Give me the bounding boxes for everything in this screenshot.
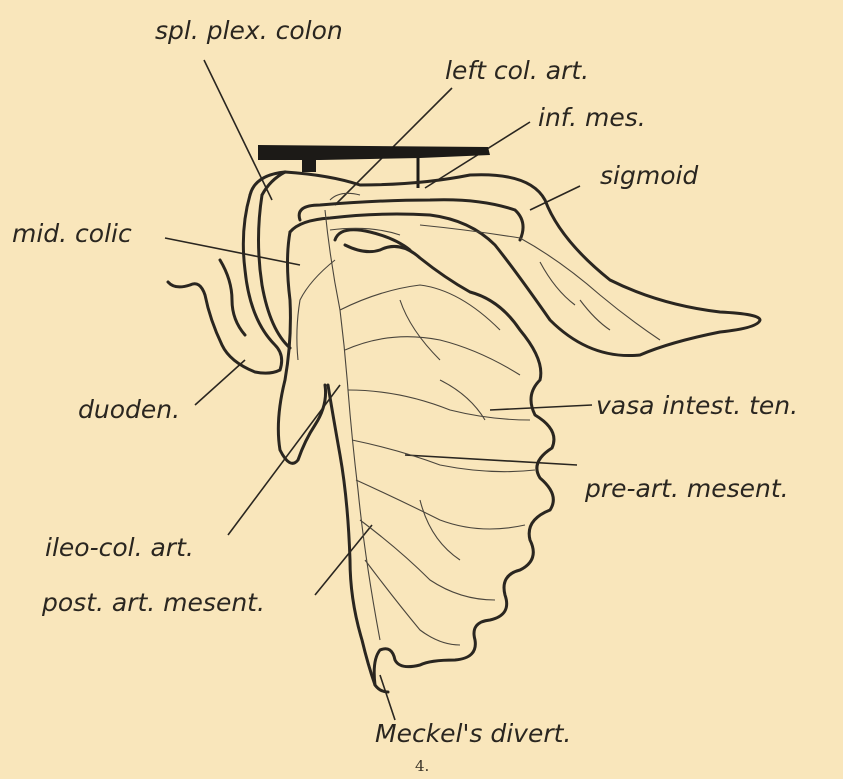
figure-number: 4. <box>415 757 429 775</box>
label-meckels-divert: Meckel's divert. <box>375 721 571 746</box>
label-sigmoid: sigmoid <box>600 163 698 188</box>
label-ileo-col-art: ileo-col. art. <box>45 535 194 560</box>
leader-pre-art-mesent <box>405 455 577 465</box>
leader-meckels-divert <box>380 675 395 720</box>
label-duoden: duoden. <box>78 397 180 422</box>
label-mid-colic: mid. colic <box>12 221 132 246</box>
leader-lines <box>165 60 592 720</box>
label-spl-plex-colon: spl. plex. colon <box>155 18 343 43</box>
label-inf-mes: inf. mes. <box>538 105 646 130</box>
leader-duoden <box>195 360 245 405</box>
label-pre-art-mesent: pre-art. mesent. <box>585 476 789 501</box>
duodenum <box>168 195 290 373</box>
leader-mid-colic <box>165 238 300 265</box>
colon-sigmoid <box>250 172 760 356</box>
leader-vasa-intest-ten <box>490 405 592 410</box>
label-post-art-mesent: post. art. mesent. <box>42 590 265 615</box>
label-vasa-intest-ten: vasa intest. ten. <box>596 393 798 418</box>
label-left-col-art: left col. art. <box>445 58 589 83</box>
